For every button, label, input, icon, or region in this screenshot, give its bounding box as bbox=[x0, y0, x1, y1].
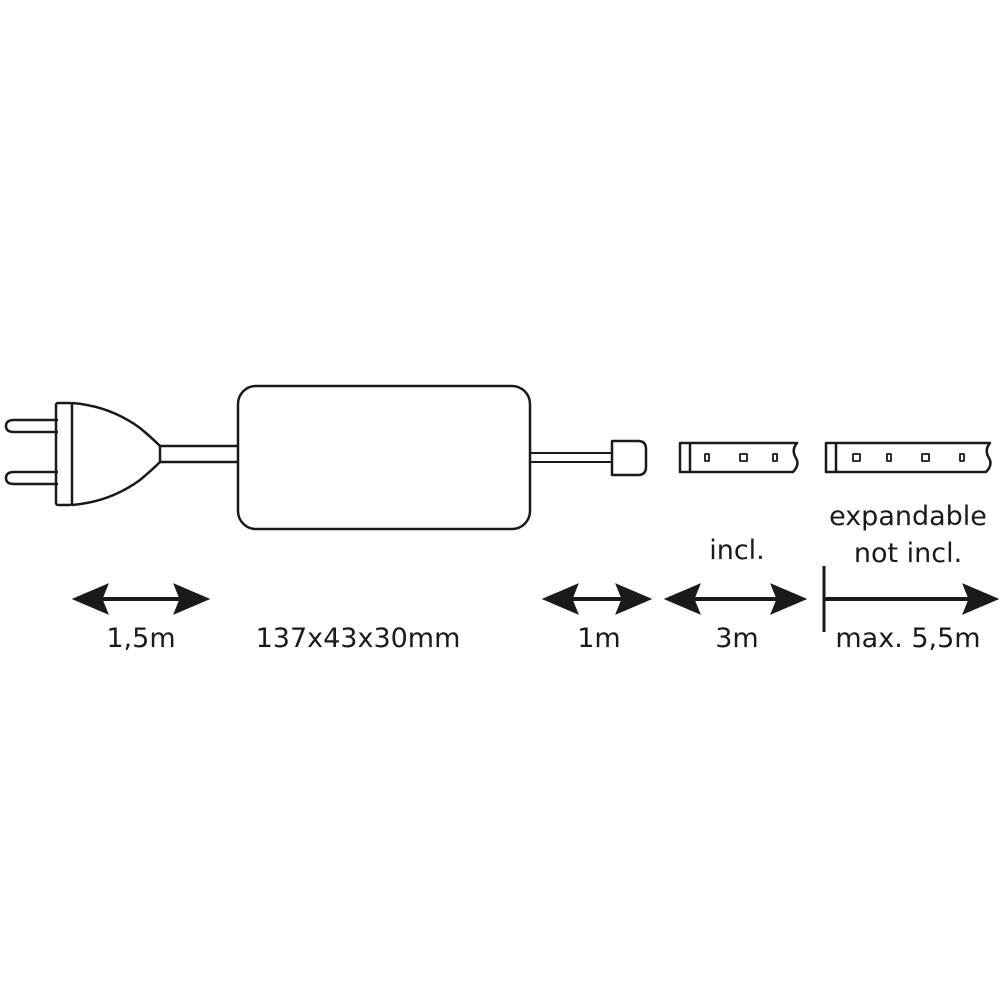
double-arrow-strip-included bbox=[663, 583, 808, 615]
mains-cable bbox=[160, 444, 238, 464]
led-strip-extension bbox=[824, 441, 992, 474]
led-strip-included bbox=[678, 441, 799, 474]
strip-connector-icon bbox=[610, 439, 648, 477]
cable-length-label: 1,5m bbox=[106, 623, 175, 654]
connector-cable bbox=[530, 452, 612, 463]
extension-note-line2: not incl. bbox=[854, 538, 962, 569]
arrow-strip-extension bbox=[822, 566, 1000, 632]
strip-included-length-label: 3m bbox=[715, 623, 758, 654]
extension-note-line1: expandable bbox=[829, 501, 987, 532]
extension-max-length-label: max. 5,5m bbox=[835, 623, 980, 654]
double-arrow-connector bbox=[541, 583, 653, 615]
power-plug-icon bbox=[4, 401, 162, 507]
connector-cable-length-label: 1m bbox=[577, 623, 620, 654]
driver-dimensions-label: 137x43x30mm bbox=[256, 623, 461, 654]
strip-included-note: incl. bbox=[709, 535, 765, 566]
double-arrow-cable bbox=[71, 583, 211, 615]
led-driver-box bbox=[236, 384, 532, 531]
